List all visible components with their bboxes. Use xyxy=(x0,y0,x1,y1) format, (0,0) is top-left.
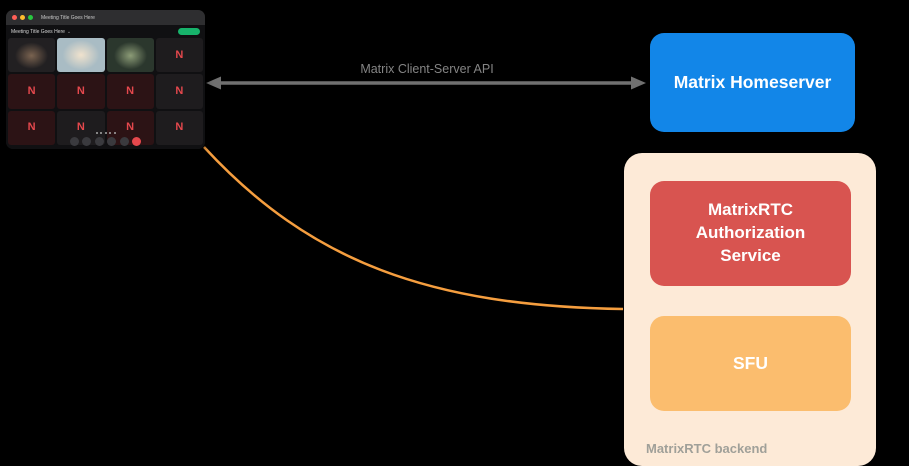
video-tile xyxy=(8,38,56,73)
avatar-letter: N xyxy=(27,84,36,97)
chevron-down-icon: ⌄ xyxy=(66,28,72,35)
call-app: Meeting Title Goes Here ⌄ N N N N N N N N N xyxy=(6,25,205,149)
avatar-letter: N xyxy=(175,48,184,61)
pagination-dot xyxy=(109,132,111,134)
browser-chrome: Meeting Title Goes Here xyxy=(6,10,205,25)
meeting-title: Meeting Title Goes Here ⌄ xyxy=(11,29,71,35)
sfu-box: SFU xyxy=(650,316,851,411)
video-tile: N xyxy=(155,38,203,73)
client-sfu-curve xyxy=(203,146,624,311)
pagination-dot xyxy=(104,132,107,134)
pagination-dot xyxy=(100,132,102,134)
fullscreen-icon[interactable] xyxy=(28,15,33,20)
arrowhead-right-icon xyxy=(631,76,646,90)
video-tile: N xyxy=(155,110,203,145)
homeserver-box: Matrix Homeserver xyxy=(650,33,855,132)
avatar-letter: N xyxy=(126,84,135,97)
avatar-letter: N xyxy=(175,84,184,97)
video-tile: N xyxy=(155,74,203,109)
avatar-letter: N xyxy=(126,121,135,134)
call-window: Meeting Title Goes Here Meeting Title Go… xyxy=(6,10,205,149)
camera-button[interactable] xyxy=(82,137,92,146)
video-tile xyxy=(106,38,154,73)
arrowhead-left-icon xyxy=(206,76,221,90)
video-grid: N N N N N N N N N xyxy=(6,38,205,147)
auth-service-box: MatrixRTC Authorization Service xyxy=(650,181,851,286)
video-tile: N xyxy=(8,110,56,145)
call-controls xyxy=(6,137,205,146)
mic-button[interactable] xyxy=(69,137,79,146)
sfu-label: SFU xyxy=(733,353,768,373)
video-tile xyxy=(57,38,105,73)
close-icon[interactable] xyxy=(12,15,17,20)
tab-title: Meeting Title Goes Here xyxy=(41,14,95,21)
reactions-button[interactable] xyxy=(107,137,117,146)
more-button[interactable] xyxy=(119,137,129,146)
arrow-label: Matrix Client-Server API xyxy=(360,62,494,76)
pagination-dot xyxy=(113,132,116,134)
avatar-letter: N xyxy=(76,121,85,134)
homeserver-label: Matrix Homeserver xyxy=(673,72,832,92)
screenshare-button[interactable] xyxy=(94,137,104,146)
join-button[interactable] xyxy=(178,28,200,35)
backend-label: MatrixRTC backend xyxy=(646,441,768,456)
meeting-title-text: Meeting Title Goes Here xyxy=(11,28,65,35)
leave-call-button[interactable] xyxy=(132,137,142,146)
pagination-dot xyxy=(95,132,98,134)
avatar-letter: N xyxy=(27,121,36,134)
backend-container: MatrixRTC Authorization Service SFU Matr… xyxy=(624,153,876,466)
pagination-dots xyxy=(6,132,205,134)
video-tile: N xyxy=(8,74,56,109)
video-tile: N xyxy=(106,74,154,109)
avatar-letter: N xyxy=(76,84,85,97)
call-header: Meeting Title Goes Here ⌄ xyxy=(6,25,205,38)
video-tile: N xyxy=(57,74,105,109)
minimize-icon[interactable] xyxy=(20,15,25,20)
auth-service-label: MatrixRTC Authorization Service xyxy=(695,200,806,265)
avatar-letter: N xyxy=(175,121,184,134)
